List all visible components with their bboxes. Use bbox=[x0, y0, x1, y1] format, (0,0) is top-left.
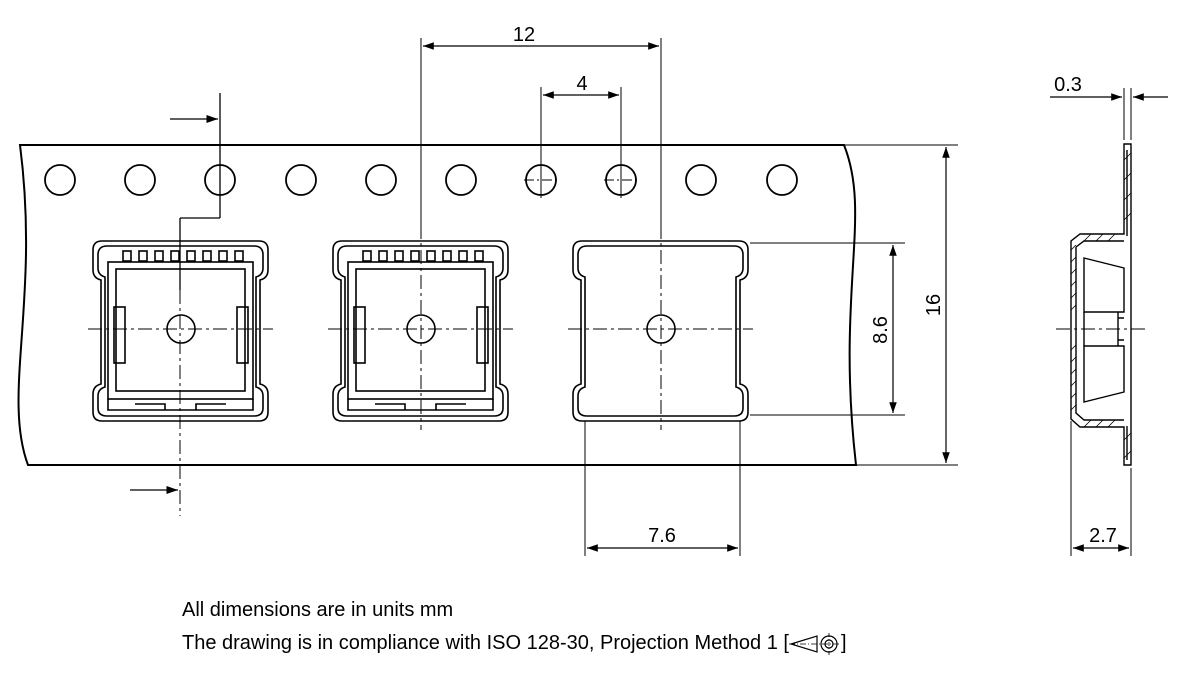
dimension-pocket-depth: 2.7 bbox=[1070, 421, 1132, 556]
dimension-label: 2.7 bbox=[1089, 525, 1117, 547]
sprocket-hole bbox=[685, 164, 717, 196]
compliance-text: The drawing is in compliance with ISO 12… bbox=[182, 632, 789, 654]
sprocket-hole bbox=[766, 164, 798, 196]
dimension-label: 8.6 bbox=[870, 316, 892, 344]
dimension-label: 0.3 bbox=[1054, 74, 1082, 96]
dimension-tape-width: 16 bbox=[845, 144, 958, 466]
dimension-hole-pitch: 4 bbox=[540, 73, 622, 198]
tape-outline bbox=[17, 144, 858, 466]
sprocket-hole bbox=[445, 164, 477, 196]
compliance-suffix: ] bbox=[840, 632, 847, 654]
dimension-label: 16 bbox=[923, 294, 945, 316]
dimension-label: 7.6 bbox=[648, 525, 676, 547]
dimension-pocket-width: 7.6 bbox=[584, 421, 741, 556]
dimension-label: 12 bbox=[513, 24, 535, 46]
center-lines bbox=[88, 225, 1145, 516]
sprocket-hole bbox=[365, 164, 397, 196]
dimension-thickness: 0.3 bbox=[1050, 74, 1168, 140]
sprocket-hole bbox=[124, 164, 156, 196]
dimension-pitch: 12 bbox=[420, 24, 662, 225]
units-note: All dimensions are in units mm bbox=[182, 599, 454, 621]
section-marker bbox=[179, 93, 221, 290]
first-angle-projection-icon bbox=[788, 632, 841, 655]
side-section-view bbox=[1070, 143, 1132, 466]
dimension-label: 4 bbox=[576, 73, 587, 95]
sprocket-hole bbox=[44, 164, 76, 196]
compliance-note: The drawing is in compliance with ISO 12… bbox=[182, 627, 847, 660]
sprocket-hole bbox=[285, 164, 317, 196]
dimension-pocket-length: 8.6 bbox=[750, 242, 905, 416]
notes: All dimensions are in units mm The drawi… bbox=[182, 594, 847, 660]
